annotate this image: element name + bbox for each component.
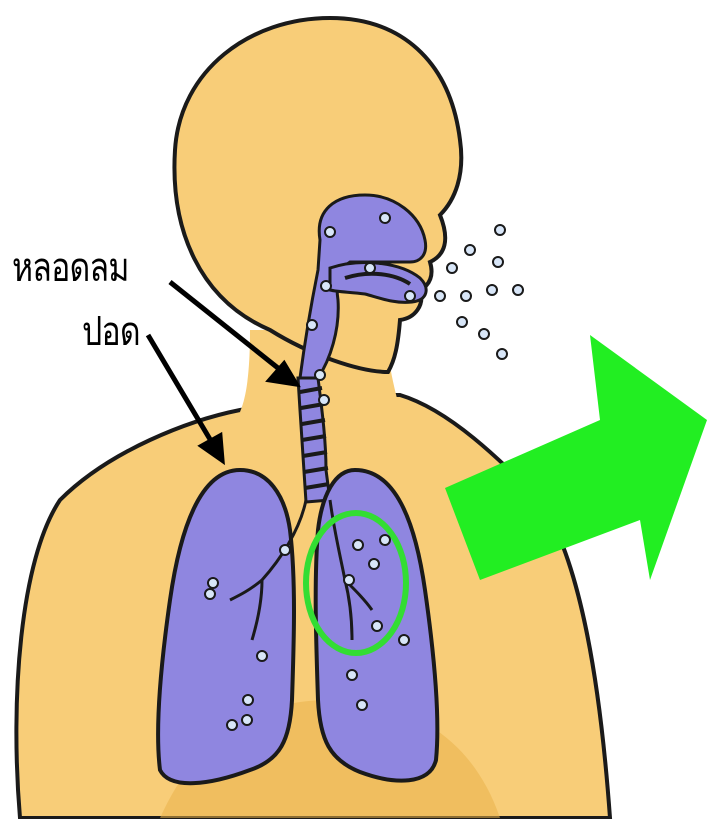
trachea-label: หลอดลม [12,248,129,288]
lung-label: ปอด [82,312,140,352]
